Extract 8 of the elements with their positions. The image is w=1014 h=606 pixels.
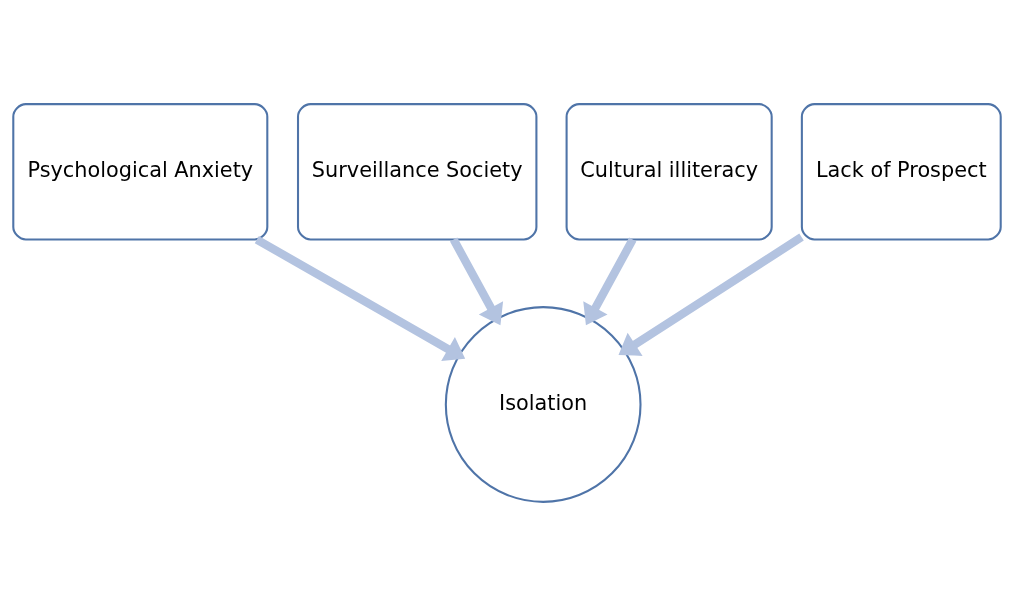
- arrow: [618, 233, 804, 356]
- arrow: [254, 235, 466, 361]
- node-box: Cultural illiteracy: [565, 103, 773, 241]
- node-box: Lack of Prospect: [800, 103, 1002, 241]
- arrow: [450, 237, 504, 326]
- node-box: Psychological Anxiety: [12, 103, 269, 241]
- arrow: [583, 237, 637, 326]
- node-box: Surveillance Society: [296, 103, 538, 241]
